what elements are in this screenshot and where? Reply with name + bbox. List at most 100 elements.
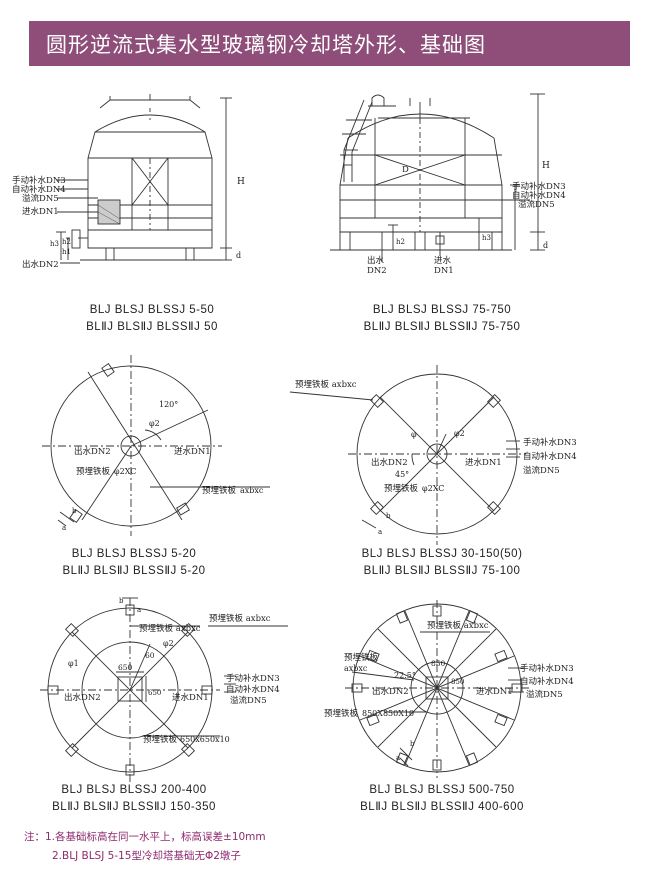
plan2-plate-dim: φ2XC xyxy=(422,484,444,493)
plan4-label-dn3: 手动补水DN3 xyxy=(520,663,574,674)
plan4-dim850: 850 xyxy=(431,659,446,668)
page-title: 圆形逆流式集水型玻璃钢冷却塔外形、基础图 xyxy=(46,33,486,57)
caption-plan-4-2: BLⅡJ BLSⅡJ BLSSⅡJ 400-600 xyxy=(360,801,524,813)
plan3-dim60: 60 xyxy=(145,651,155,660)
plan1-inlet: 进水DN1 xyxy=(174,446,211,457)
plan1-plate2-dim: axbxc xyxy=(240,486,264,495)
plan3-inlet: 进水DN1 xyxy=(172,692,209,703)
plan2-phi-small: φ xyxy=(411,430,417,439)
plan3-dim650: 650 xyxy=(118,663,133,672)
caption-plan-4-1: BLJ BLSJ BLSSJ 500-750 xyxy=(369,784,515,796)
caption-plan-1-2: BLⅡJ BLSⅡJ BLSSⅡJ 5-20 xyxy=(62,565,206,577)
dim-d-left: d xyxy=(236,251,241,260)
dim-h3-left: h3 xyxy=(50,240,59,248)
plan2-inlet: 进水DN1 xyxy=(465,457,502,468)
caption-plan-3-2: BLⅡJ BLSⅡJ BLSSⅡJ 150-350 xyxy=(52,801,216,813)
plan1-b: b xyxy=(72,507,77,515)
plan2-a: a xyxy=(378,528,382,536)
elev-right-label-dn3: 手动补水DN3 xyxy=(512,181,566,192)
plan3-label-dn4: 自动补水DN4 xyxy=(226,684,280,695)
plan1-plate: 预埋铁板 xyxy=(76,466,111,477)
dim-h2-left: h2 xyxy=(62,238,71,246)
plan1-plate2: 预埋铁板 xyxy=(202,485,237,496)
caption-plan-2: BLJ BLSJ BLSSJ 30-150(50) BLⅡJ BLSⅡJ BLS… xyxy=(322,546,562,580)
plan4-label-dn4: 自动补水DN4 xyxy=(520,676,574,687)
plan2-label-dn4: 自动补水DN4 xyxy=(523,451,577,462)
elev-right-label-dn4: 自动补水DN4 xyxy=(512,190,566,201)
elev-right-outlet: 出水 xyxy=(367,255,385,266)
plan2-outlet: 出水DN2 xyxy=(371,457,408,468)
caption-plan-1-1: BLJ BLSJ BLSSJ 5-20 xyxy=(71,548,197,560)
elev-left-label-dn2: 出水DN2 xyxy=(22,259,59,270)
plan4-plate-b: 预埋铁板 xyxy=(344,652,379,663)
plan3-phi1: φ1 xyxy=(68,659,79,668)
plan1-outlet: 出水DN2 xyxy=(74,446,111,457)
plan2-phi2: φ2 xyxy=(454,429,465,438)
plan4-label-dn5: 溢流DN5 xyxy=(526,689,563,700)
plan-3-base xyxy=(40,597,288,782)
plan2-angle: 45° xyxy=(395,470,409,479)
plan3-phi2: φ2 xyxy=(163,639,174,648)
plan4-plate-bottom: 预埋铁板 xyxy=(324,708,359,719)
plan2-label-dn3: 手动补水DN3 xyxy=(523,437,577,448)
plan3-outlet: 出水DN2 xyxy=(64,692,101,703)
elev-left-label-dn5: 溢流DN5 xyxy=(22,193,59,204)
plan4-outlet: 出水DN2 xyxy=(372,686,409,697)
plan1-phi2: φ2 xyxy=(149,419,160,428)
dim-h3-right: h3 xyxy=(482,234,491,242)
plan3-label-dn3: 手动补水DN3 xyxy=(226,673,280,684)
plan3-plate-a: 预埋铁板 axbxc xyxy=(139,623,201,634)
caption-plan-3: BLJ BLSJ BLSSJ 200-400 BLⅡJ BLSⅡJ BLSSⅡJ… xyxy=(34,782,234,816)
plan4-dim850v: 850 xyxy=(451,678,464,686)
plan3-plate-b: 预埋铁板 axbxc xyxy=(209,613,271,624)
plan4-plate-a: 预埋铁板 axbxc xyxy=(427,620,489,631)
caption-elevation-right: BLJ BLSJ BLSSJ 75-750 BLⅡJ BLSⅡJ BLSSⅡJ … xyxy=(322,302,562,336)
plan3-a: a xyxy=(137,606,141,614)
caption-elevation-right-1: BLJ BLSJ BLSSJ 75-750 xyxy=(372,304,512,316)
elevation-left-tower xyxy=(56,94,232,264)
caption-plan-2-2: BLⅡJ BLSⅡJ BLSSⅡJ 75-100 xyxy=(363,565,521,577)
elev-right-outlet-dn: DN2 xyxy=(367,266,387,276)
plan4-b: b xyxy=(410,740,415,748)
caption-elevation-left-1: BLJ BLSJ BLSSJ 5-50 xyxy=(89,304,215,316)
plan3-plate-bottom-dim: 650x650x10 xyxy=(180,735,230,744)
caption-elevation-left-2: BLⅡJ BLSⅡJ BLSSⅡJ 50 xyxy=(86,321,218,333)
plan2-label-dn5: 溢流DN5 xyxy=(523,465,560,476)
dim-H-right: H xyxy=(542,161,550,171)
dim-h1-left: h1 xyxy=(62,248,71,256)
elev-left-label-dn1: 进水DN1 xyxy=(22,206,59,217)
plan1-angle: 120° xyxy=(159,400,178,409)
caption-elevation-left: BLJ BLSJ BLSSJ 5-50 BLⅡJ BLSⅡJ BLSSⅡJ 50 xyxy=(52,302,252,336)
note-line-2: 2.BLJ BLSJ 5-15型冷却塔基础无Φ2墩子 xyxy=(52,850,241,862)
elev-right-inlet: 进水 xyxy=(434,255,452,266)
plan1-a: a xyxy=(62,524,66,532)
plan-1-base xyxy=(42,355,270,536)
elev-right-inlet-dn: DN1 xyxy=(434,266,454,276)
plan2-plate-top: 预埋铁板 axbxc xyxy=(295,379,357,390)
title-banner: 圆形逆流式集水型玻璃钢冷却塔外形、基础图 xyxy=(29,21,630,66)
dim-H-left: H xyxy=(237,177,245,187)
plan2-b: b xyxy=(386,512,391,520)
plan2-plate: 预埋铁板 xyxy=(384,483,419,494)
note-line-1: 注：1.各基础标高在同一水平上，标高误差±10mm xyxy=(24,831,266,843)
plan4-plate-b-dim: axbxc xyxy=(344,664,368,673)
plan3-dim650v: 650 xyxy=(148,689,161,697)
caption-plan-3-1: BLJ BLSJ BLSSJ 200-400 xyxy=(61,784,207,796)
plan-2-base xyxy=(289,365,526,545)
elev-left-label-dn3: 手动补水DN3 xyxy=(12,175,66,186)
plan4-angle: 22.5° xyxy=(394,671,416,680)
plan1-plate-dim: φ2XC xyxy=(114,467,136,476)
caption-elevation-right-2: BLⅡJ BLSⅡJ BLSSⅡJ 75-750 xyxy=(363,321,521,333)
caption-plan-1: BLJ BLSJ BLSSJ 5-20 BLⅡJ BLSⅡJ BLSSⅡJ 5-… xyxy=(44,546,224,580)
plan4-inlet: 进水DN1 xyxy=(476,686,513,697)
plan3-label-dn5: 溢流DN5 xyxy=(230,695,267,706)
elev-right-label-dn5: 溢流DN5 xyxy=(518,199,555,210)
plan3-plate-bottom: 预埋铁板 xyxy=(143,734,178,745)
dim-D-right: D xyxy=(402,165,409,175)
caption-plan-4: BLJ BLSJ BLSSJ 500-750 BLⅡJ BLSⅡJ BLSSⅡJ… xyxy=(322,782,562,816)
caption-plan-2-1: BLJ BLSJ BLSSJ 30-150(50) xyxy=(361,548,523,560)
plan3-b: b xyxy=(119,597,124,605)
plan-4-base xyxy=(345,600,530,778)
elevation-right-tower xyxy=(330,93,545,262)
